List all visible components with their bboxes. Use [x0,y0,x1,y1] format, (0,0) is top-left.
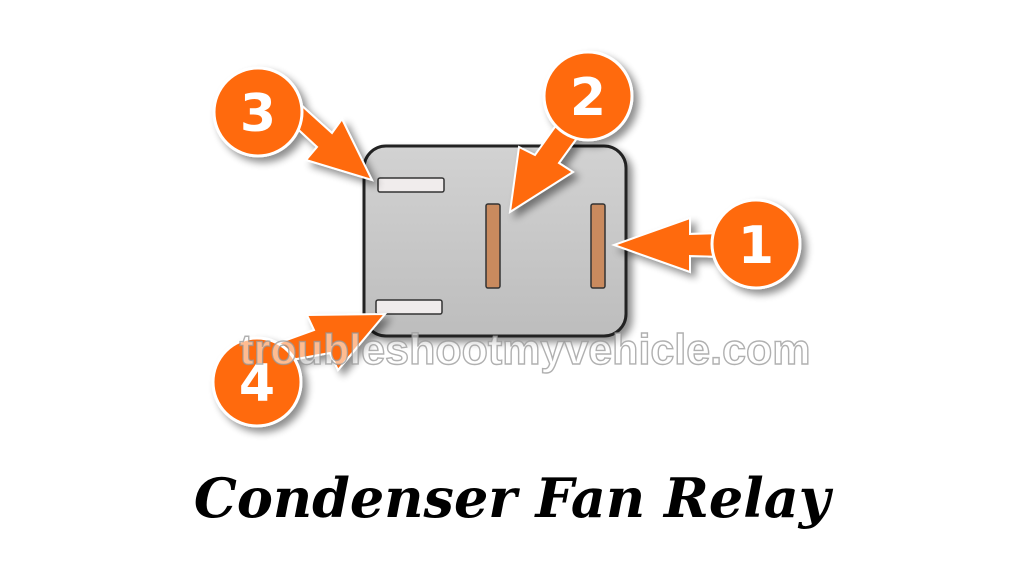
terminal-2 [485,203,501,289]
callout-label-4: 4 [239,354,275,414]
callout-label-2: 2 [570,68,606,128]
watermark: troubleshootmyvehicle.com [239,326,810,374]
callout-label-3: 3 [240,84,276,144]
callout-4 [211,312,388,428]
terminal-1 [590,203,606,289]
diagram-title: Condenser Fan Relay [194,466,834,530]
terminal-4 [375,299,443,315]
callout-2 [508,50,634,215]
terminal-3 [377,177,445,193]
callout-label-1: 1 [738,216,774,276]
callout-3 [212,66,374,182]
callout-1 [611,198,802,290]
